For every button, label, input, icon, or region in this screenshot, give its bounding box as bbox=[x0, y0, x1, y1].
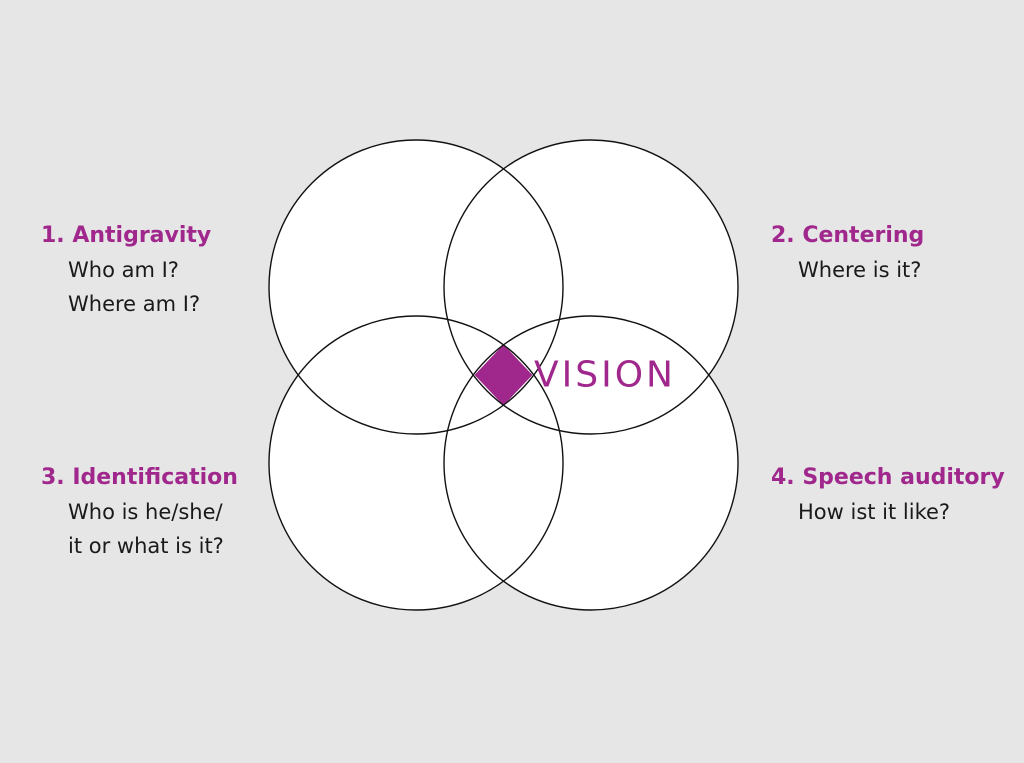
quadrant-question: it or what is it? bbox=[68, 534, 224, 558]
quadrant-antigravity: 1. Antigravity Who am I? Where am I? bbox=[41, 219, 211, 321]
quadrant-question: Who am I? bbox=[68, 258, 179, 282]
circle-top-right bbox=[443, 139, 739, 435]
quadrant-title: 4. Speech auditory bbox=[771, 465, 1005, 490]
quadrant-identification: 3. Identification Who is he/she/ it or w… bbox=[41, 461, 238, 563]
quadrant-speech-auditory: 4. Speech auditory How ist it like? bbox=[771, 461, 1005, 529]
quadrant-question: How ist it like? bbox=[798, 500, 951, 524]
quadrant-question: Where is it? bbox=[798, 258, 922, 282]
quadrant-title: 1. Antigravity bbox=[41, 223, 212, 248]
circle-bottom-right bbox=[443, 315, 739, 611]
quadrant-title: 2. Centering bbox=[771, 223, 925, 248]
quadrant-title: 3. Identification bbox=[41, 465, 238, 490]
circle-top-left bbox=[268, 139, 564, 435]
vision-label: VISION bbox=[534, 355, 676, 396]
quadrant-question: Who is he/she/ bbox=[68, 500, 223, 524]
vision-intersection-shape bbox=[475, 345, 532, 405]
quadrant-centering: 2. Centering Where is it? bbox=[771, 219, 924, 287]
circle-bottom-left bbox=[268, 315, 564, 611]
circle-outlines bbox=[268, 139, 739, 611]
quadrant-question: Where am I? bbox=[68, 292, 201, 316]
